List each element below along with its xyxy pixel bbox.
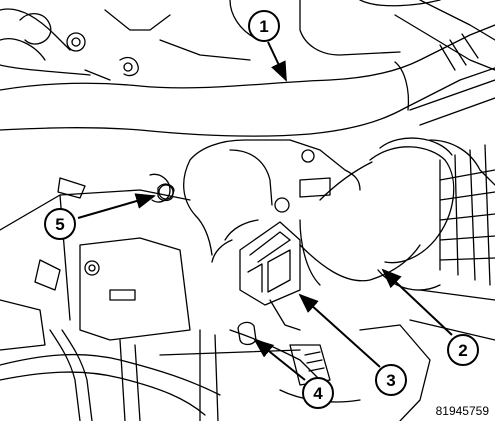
lower-left-bracket	[0, 173, 191, 351]
leader-line-1	[267, 41, 287, 82]
right-side-component	[409, 79, 495, 341]
sensor-connector	[211, 219, 301, 331]
engine-upper-left	[0, 8, 251, 81]
figure-number: 81945759	[435, 404, 489, 418]
wiring-harness	[0, 329, 321, 421]
callout-4: 4	[302, 377, 334, 409]
callout-2-label: 2	[458, 341, 467, 360]
leader-line-4	[253, 338, 306, 381]
coupling-hose	[299, 137, 455, 291]
corrugated-tube	[279, 324, 431, 421]
callout-3-label: 3	[386, 371, 395, 390]
callout-3: 3	[375, 364, 407, 396]
callout-5-label: 5	[55, 215, 64, 234]
sensor-item-5	[157, 183, 175, 202]
callout-1-label: 1	[259, 17, 268, 36]
callout-1: 1	[248, 10, 280, 42]
intake-elbow	[183, 139, 361, 256]
leader-line-2	[381, 268, 453, 336]
callout-2: 2	[447, 334, 479, 366]
leader-line-5	[77, 193, 156, 219]
callout-4-label: 4	[313, 384, 323, 403]
leader-line-3	[298, 293, 381, 368]
upper-hose	[0, 24, 495, 137]
callout-5: 5	[44, 208, 76, 240]
